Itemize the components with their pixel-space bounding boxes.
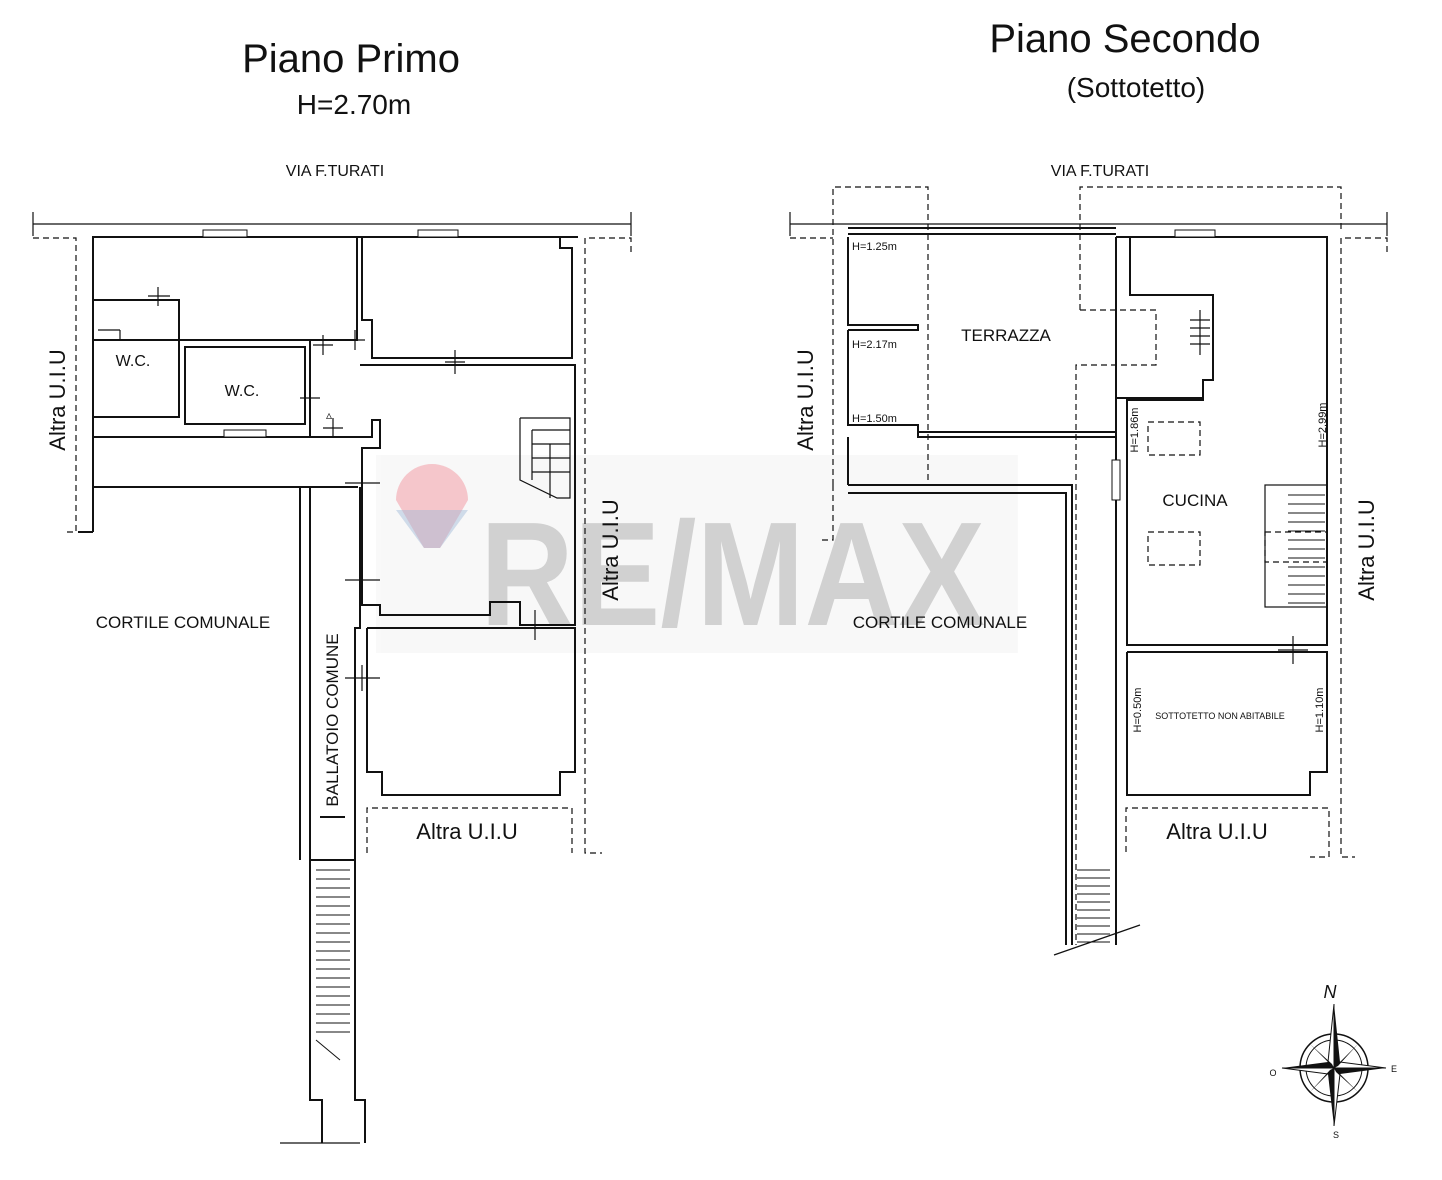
floor2-label-attic: SOTTOTETTO NON ABITABILE [1155,711,1285,721]
floor2-title: Piano Secondo [989,17,1260,61]
floor2-plan: Piano Secondo (Sottotetto) VIA F.TURATI [789,17,1388,956]
compass-south: S [1333,1130,1339,1140]
balloon-logo [396,464,468,548]
floor1-plan: Piano Primo H=2.70m VIA F.TURATI [32,37,632,1144]
floor2-height-217: H=2.17m [852,339,897,351]
floor1-ballatoio [309,487,361,861]
floor1-room-wc1 [92,299,180,418]
floor1-room-south [366,627,576,796]
floor2-doors [1111,229,1308,664]
remax-wordmark: RE/MAX [480,492,985,657]
floor1-room-north-west [92,236,358,341]
floor2-label-kitchen: CUCINA [1162,491,1228,510]
floor1-windows [202,229,459,438]
floor1-courtyard-wall [93,486,301,860]
floor1-other-right-boundary [584,237,632,854]
floor2-height-050: H=0.50m [1132,688,1144,733]
floor2-other-right-boundary [1340,237,1388,858]
floor2-dashed-right-box [1079,186,1342,310]
floor1-label-wc1: W.C. [116,353,151,370]
floor1-room-wc2 [184,346,306,425]
floor1-title: Piano Primo [242,37,460,81]
floor1-label-courtyard: CORTILE COMUNALE [96,613,270,632]
floor2-dashed-left-box [832,186,929,485]
floor2-internal-stair [1264,484,1328,608]
floor2-label-terrace: TERRAZZA [961,326,1051,345]
floor2-skylight-2 [1147,531,1201,566]
compass-rose: N E S O [1269,982,1397,1140]
floor2-external-stair [1077,869,1110,943]
compass-star-icon [1281,1003,1387,1127]
svg-text:▵: ▵ [326,408,332,422]
floor1-room-north-east [361,237,573,359]
floor2-height-150: H=1.50m [852,413,897,425]
floor2-label-courtyard: CORTILE COMUNALE [853,613,1027,632]
floor2-height-125: H=1.25m [852,241,897,253]
floor2-label-other-bottom: Altra U.I.U [1166,819,1267,844]
floor2-height-110: H=1.10m [1314,688,1326,733]
floor1-height: H=2.70m [297,89,411,120]
floor1-street-label: VIA F.TURATI [286,163,384,180]
floor2-entry-steps [1190,310,1210,355]
stair-tread [315,1039,341,1061]
floor1-label-gallery: BALLATOIO COMUNE [323,633,342,806]
floor1-label-other-right: Altra U.I.U [598,499,623,600]
floor1-other-left-boundary [33,237,77,533]
floor1-label-wc2: W.C. [225,383,260,400]
floor2-attic-room [1126,651,1328,796]
compass-east: E [1391,1064,1397,1074]
floor1-other-bottom-boundary [366,807,573,853]
floor2-other-bottom-boundary [1125,807,1330,858]
floor1-external-stair [309,860,323,1143]
floor2-label-other-left: Altra U.I.U [793,349,818,450]
floor1-internal-stair [519,417,571,499]
floor1-label-other-bottom: Altra U.I.U [416,819,517,844]
floor2-subtitle: (Sottotetto) [1067,72,1206,103]
floor2-label-other-right: Altra U.I.U [1354,499,1379,600]
remax-watermark: RE/MAX [376,455,1018,657]
floor2-skylight-1 [1147,421,1201,456]
compass-west: O [1269,1068,1276,1078]
compass-north: N [1324,982,1338,1002]
floor1-stair-treads [315,869,350,1061]
floor1-doors: ▵ [98,287,552,691]
floor2-height-186: H=1.86m [1129,408,1141,453]
floor2-height-299: H=2.99m [1317,403,1329,448]
floor2-stair-treads [1288,494,1325,604]
floor2-street-label: VIA F.TURATI [1051,163,1149,180]
floor1-label-other-left: Altra U.I.U [45,349,70,450]
